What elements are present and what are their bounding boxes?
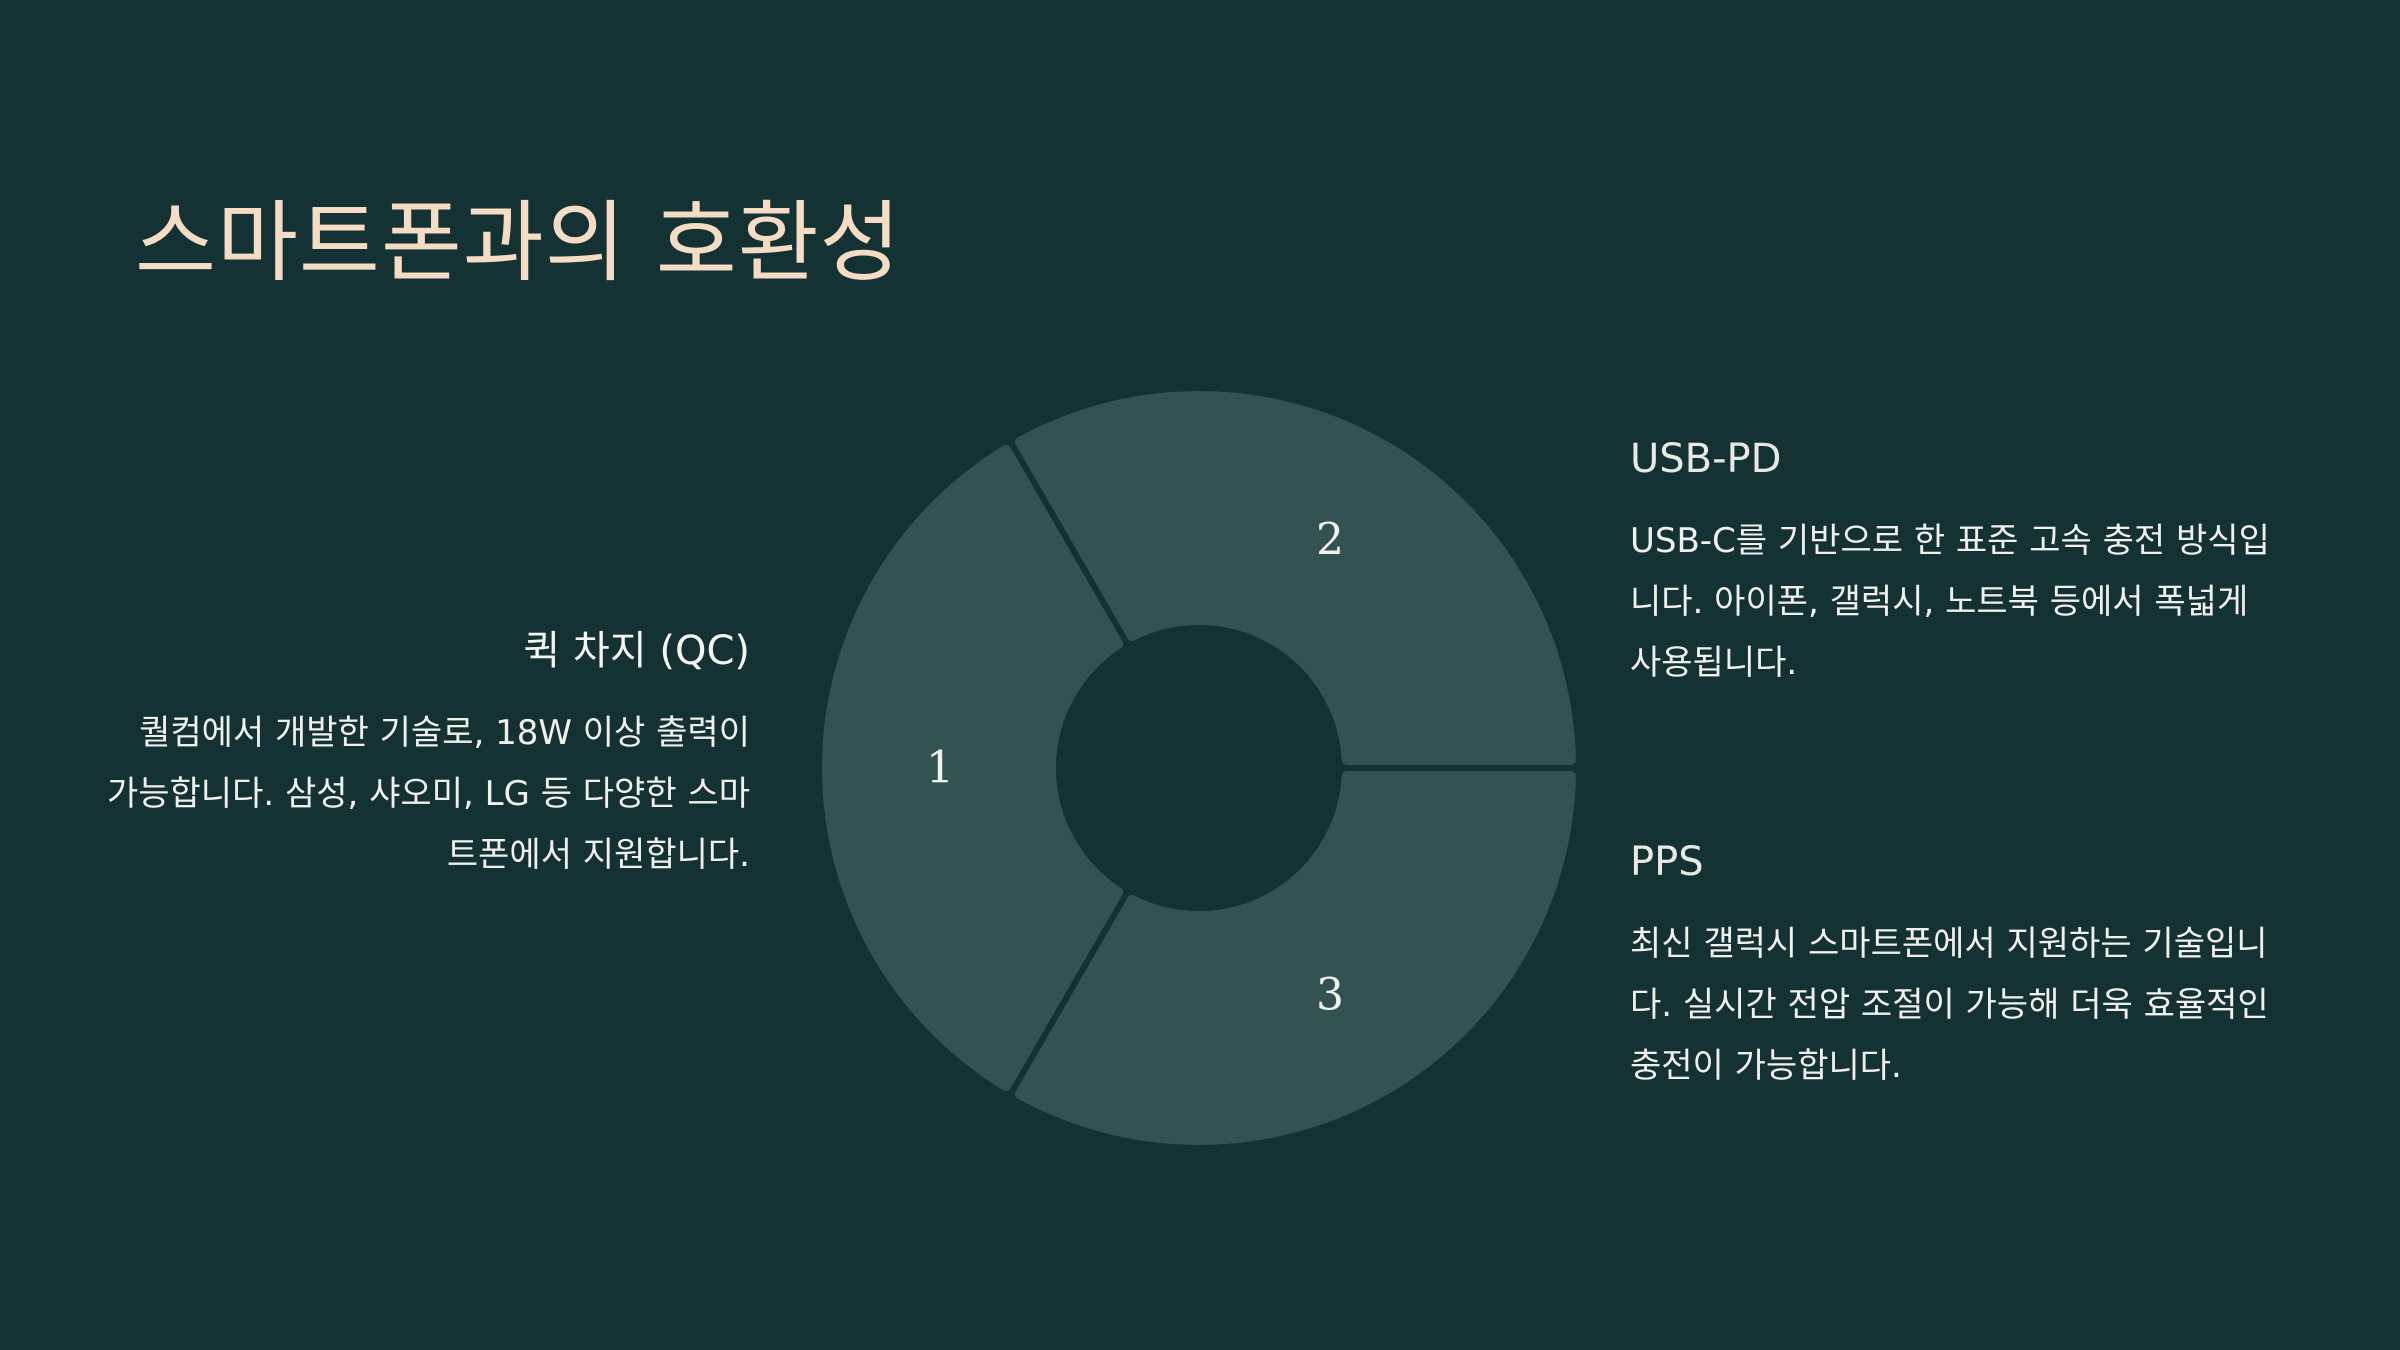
item-heading: 퀵 차지 (QC) xyxy=(523,628,750,674)
donut-segment-2 xyxy=(1014,391,1576,766)
donut-segment-3 xyxy=(1014,770,1576,1145)
item-description: 최신 갤럭시 스마트폰에서 지원하는 기술입니다. 실시간 전압 조절이 가능해… xyxy=(1630,924,2269,1086)
segment-number-2: 2 xyxy=(1316,515,1344,566)
item-usb-pd: USB-PD USB-C를 기반으로 한 표준 고속 충전 방식입니다. 아이폰… xyxy=(1630,433,2290,694)
donut-segment-1 xyxy=(822,444,1124,1092)
donut-segments: 1 2 3 xyxy=(822,391,1576,1145)
segment-number-3: 3 xyxy=(1316,970,1344,1021)
item-pps: PPS 최신 갤럭시 스마트폰에서 지원하는 기술입니다. 실시간 전압 조절이… xyxy=(1630,836,2290,1097)
item-description: 퀄컴에서 개발한 기술로, 18W 이상 출력이 가능합니다. 삼성, 샤오미,… xyxy=(106,713,750,875)
item-description: USB-C를 기반으로 한 표준 고속 충전 방식입니다. 아이폰, 갤럭시, … xyxy=(1630,521,2270,683)
item-heading: PPS xyxy=(1630,839,1704,885)
item-heading: USB-PD xyxy=(1630,436,1782,482)
slide-title: 스마트폰과의 호환성 xyxy=(135,191,902,294)
segment-number-1: 1 xyxy=(926,743,954,794)
item-quick-charge: 퀵 차지 (QC) 퀄컴에서 개발한 기술로, 18W 이상 출력이 가능합니다… xyxy=(100,625,750,886)
